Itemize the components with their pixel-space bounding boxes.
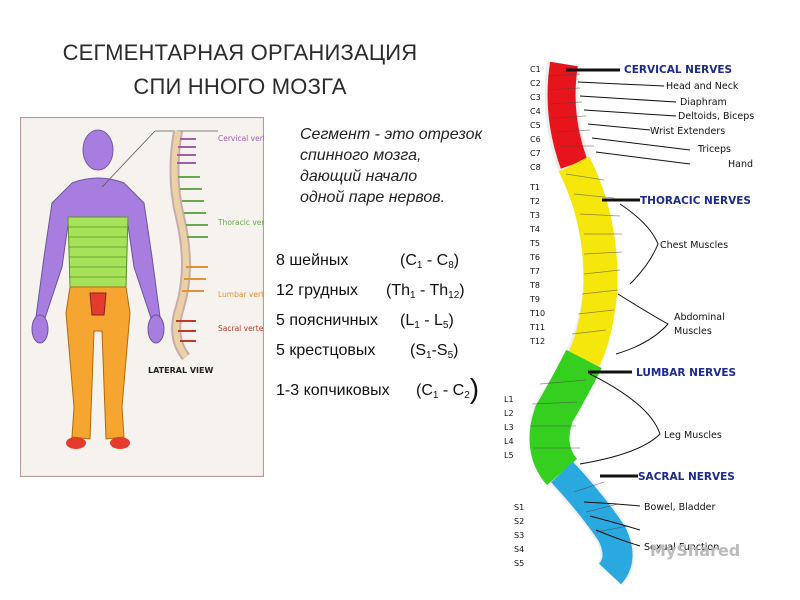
segment-count-lumbar: 5 поясничных (L1 - L5) xyxy=(276,312,516,342)
svg-text:S3: S3 xyxy=(514,531,524,540)
label-sacral: Sacral vertebrae xyxy=(218,324,264,333)
svg-text:S5: S5 xyxy=(514,559,524,568)
svg-text:T7: T7 xyxy=(529,267,540,276)
definition-line-1: Сегмент - это отрезок xyxy=(300,124,520,145)
svg-text:C7: C7 xyxy=(530,149,541,158)
svg-text:L5: L5 xyxy=(504,451,514,460)
svg-text:L4: L4 xyxy=(504,437,514,446)
svg-text:T2: T2 xyxy=(529,197,540,206)
target-chest: Chest Muscles xyxy=(660,240,728,251)
svg-text:L1: L1 xyxy=(504,395,514,404)
count-name: 5 крестцовых xyxy=(276,342,375,360)
svg-text:S4: S4 xyxy=(514,545,524,554)
lateral-view-label: LATERAL VIEW xyxy=(148,366,213,375)
svg-text:T10: T10 xyxy=(529,309,545,318)
header-cervical: CERVICAL NERVES xyxy=(624,64,732,76)
target-bowel: Bowel, Bladder xyxy=(644,502,716,513)
count-range: (Th1 - Th12) xyxy=(386,282,465,301)
target-hand: Hand xyxy=(728,159,753,170)
target-triceps: Triceps xyxy=(697,144,731,155)
svg-text:T4: T4 xyxy=(529,225,540,234)
count-range: (L1 - L5) xyxy=(400,312,454,331)
svg-text:C3: C3 xyxy=(530,93,541,102)
svg-text:S1: S1 xyxy=(514,503,524,512)
count-range: (S1-S5) xyxy=(410,342,458,361)
count-range: (C1 - C2) xyxy=(416,382,479,401)
svg-text:C6: C6 xyxy=(530,135,541,144)
svg-text:T12: T12 xyxy=(529,337,545,346)
cervical-region xyxy=(562,64,574,164)
header-thoracic: THORACIC NERVES xyxy=(640,195,751,207)
segment-count-list: 8 шейных (C1 - C8) 12 грудных (Th1 - Th1… xyxy=(276,252,516,412)
svg-text:T11: T11 xyxy=(529,323,545,332)
header-lumbar: LUMBAR NERVES xyxy=(636,367,736,379)
segment-count-cervical: 8 шейных (C1 - C8) xyxy=(276,252,516,282)
label-cervical: Cervical vertebrae xyxy=(218,134,264,143)
definition-line-2: спинного мозга, xyxy=(300,145,520,166)
segment-count-coccygeal: 1-3 копчиковых (C1 - C2) xyxy=(276,382,516,412)
segment-count-thoracic: 12 грудных (Th1 - Th12) xyxy=(276,282,516,312)
svg-text:T5: T5 xyxy=(529,239,540,248)
count-name: 5 поясничных xyxy=(276,312,378,330)
target-head-neck: Head and Neck xyxy=(666,81,739,92)
svg-text:C8: C8 xyxy=(530,163,541,172)
svg-text:C4: C4 xyxy=(530,107,541,116)
spinal-nerves-figure: C1 C2 C3 C4 C5 C6 C7 C8 T1 T2 T3 T4 T5 T… xyxy=(500,54,790,594)
watermark: MyShared xyxy=(650,541,740,560)
svg-text:T3: T3 xyxy=(529,211,540,220)
svg-text:T9: T9 xyxy=(529,295,540,304)
segment-count-sacral: 5 крестцовых (S1-S5) xyxy=(276,342,516,372)
definition-line-3: дающий начало xyxy=(300,166,520,187)
svg-text:T8: T8 xyxy=(529,281,540,290)
count-range: (C1 - C8) xyxy=(400,252,459,271)
count-name: 1-3 копчиковых xyxy=(276,382,390,400)
svg-text:L2: L2 xyxy=(504,409,514,418)
svg-text:T6: T6 xyxy=(529,253,540,262)
svg-text:C5: C5 xyxy=(530,121,541,130)
dermatome-figure: Cervical vertebrae Thoracic vertebrae Lu… xyxy=(20,117,264,477)
target-diaphram: Diaphram xyxy=(680,97,727,108)
segment-definition: Сегмент - это отрезок спинного мозга, да… xyxy=(300,124,520,208)
header-sacral: SACRAL NERVES xyxy=(638,471,735,483)
lumbar-region xyxy=(550,359,585,472)
label-lumbar: Lumbar vertebrae xyxy=(218,290,264,299)
count-name: 12 грудных xyxy=(276,282,358,300)
thoracic-region xyxy=(574,164,600,359)
spinal-nerves-svg: C1 C2 C3 C4 C5 C6 C7 C8 T1 T2 T3 T4 T5 T… xyxy=(500,54,790,594)
svg-text:C1: C1 xyxy=(530,65,541,74)
target-wrist: Wrist Extenders xyxy=(650,126,725,137)
svg-text:S2: S2 xyxy=(514,517,524,526)
svg-text:T1: T1 xyxy=(529,183,540,192)
target-deltoids: Deltoids, Biceps xyxy=(678,111,754,122)
slide-title-line-2: СПИ ННОГО МОЗГА xyxy=(40,74,440,100)
sacral-region xyxy=(562,472,618,574)
count-name: 8 шейных xyxy=(276,252,348,270)
target-abdominal-2: Muscles xyxy=(674,326,712,337)
svg-text:C2: C2 xyxy=(530,79,541,88)
target-leg: Leg Muscles xyxy=(664,430,722,441)
slide-title-line-1: СЕГМЕНТАРНАЯ ОРГАНИЗАЦИЯ xyxy=(40,40,440,66)
label-thoracic: Thoracic vertebrae xyxy=(217,218,264,227)
definition-line-4: одной паре нервов. xyxy=(300,187,520,208)
svg-text:L3: L3 xyxy=(504,423,514,432)
target-abdominal-1: Abdominal xyxy=(674,312,725,323)
vertebra-labels: C1 C2 C3 C4 C5 C6 C7 C8 T1 T2 T3 T4 T5 T… xyxy=(504,65,545,568)
dermatome-figure-svg: Cervical vertebrae Thoracic vertebrae Lu… xyxy=(20,117,264,477)
